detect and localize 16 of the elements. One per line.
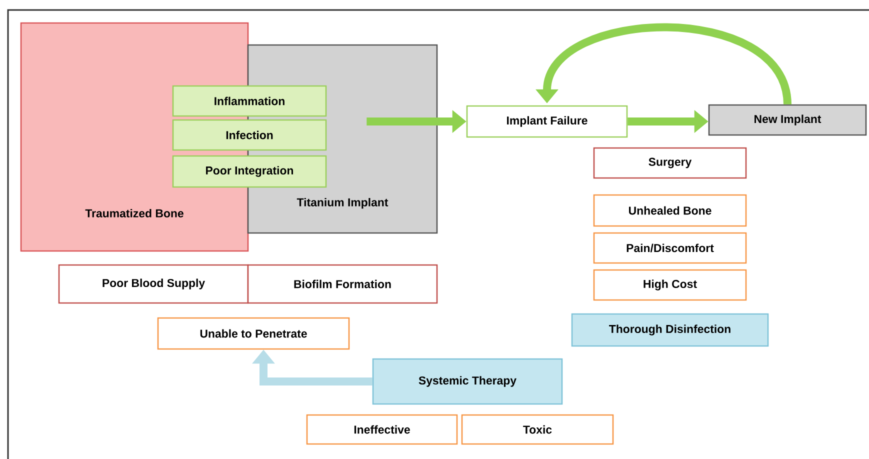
- complication-box: Infection: [172, 119, 327, 151]
- outcome-box: Implant Failure: [466, 105, 628, 138]
- factor-box: Biofilm Formation: [247, 264, 438, 304]
- factor-box: Toxic: [461, 414, 614, 445]
- factor-box: Ineffective: [306, 414, 458, 445]
- treatment-box: Thorough Disinfection: [571, 313, 769, 347]
- outcome-box: New Implant: [708, 104, 867, 136]
- factor-box: Unhealed Bone: [593, 194, 747, 227]
- factor-box: Pain/Discomfort: [593, 232, 747, 264]
- complication-box: Inflammation: [172, 85, 327, 117]
- complication-box: Poor Integration: [172, 155, 327, 188]
- factor-box: Unable to Penetrate: [157, 317, 350, 350]
- treatment-box: Systemic Therapy: [372, 358, 563, 405]
- factor-box: Poor Blood Supply: [58, 264, 249, 304]
- factor-box: Surgery: [593, 147, 747, 179]
- factor-box: High Cost: [593, 269, 747, 301]
